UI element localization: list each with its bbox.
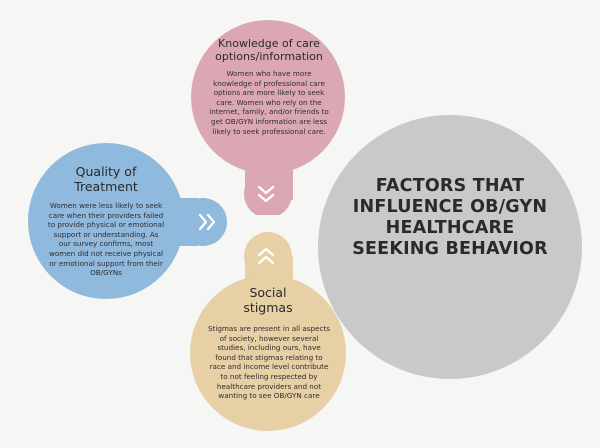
quality-body: Women were less likely to seek care when… <box>40 201 172 278</box>
knowledge-body-line-2: knowledge of professional care <box>213 78 325 88</box>
knowledge-body-line-3: options are more likely to seek <box>213 88 325 98</box>
quality-body-line-5: our survey confirms, most <box>58 239 154 249</box>
quality-body-line-6: women did not receive physical <box>48 248 164 258</box>
center-circle <box>318 115 582 379</box>
quality-title-line-1: Quality of <box>75 164 137 179</box>
knowledge-body-line-7: likely to seek professional care. <box>212 126 326 136</box>
quality-title: Quality of Treatment <box>54 164 158 194</box>
knowledge-title-line-1: Knowledge of care <box>218 37 320 50</box>
quality-body-line-3: to provide physical or emotional <box>47 220 165 230</box>
knowledge-body: Women who have more knowledge of profess… <box>200 69 338 136</box>
double-chevron-right-icon <box>198 213 216 231</box>
social-body-line-7: healthcare providers and not <box>216 381 322 391</box>
social-body-line-4: found that stigmas relating to <box>215 352 323 362</box>
quality-title-line-2: Treatment <box>74 179 138 194</box>
knowledge-body-line-4: care. Women who rely on the <box>216 97 322 107</box>
double-chevron-up-icon <box>257 247 275 265</box>
knowledge-body-line-5: internet, family, and/or friends to <box>209 107 329 117</box>
quality-body-line-2: care when their providers failed <box>48 210 164 220</box>
knowledge-title: Knowledge of care options/information <box>205 37 333 63</box>
quality-body-line-4: support or understanding. As <box>53 229 159 239</box>
social-body-line-5: race and income level contribute <box>209 362 329 372</box>
quality-body-line-7: or emotional support from their <box>49 258 163 268</box>
quality-node-shape <box>28 143 227 299</box>
social-body-line-3: studies, including ours, have <box>217 343 321 353</box>
social-body-line-1: Stigmas are present in all aspects <box>207 324 331 333</box>
knowledge-body-line-1: Women who have more <box>226 69 312 78</box>
center-title: FACTORS THAT INFLUENCE OB/GYN HEALTHCARE… <box>330 176 570 260</box>
center-title-line-2: INFLUENCE OB/GYN <box>352 197 548 217</box>
social-node-shape <box>190 232 346 431</box>
center-title-line-3: HEALTHCARE <box>385 218 515 238</box>
quality-body-line-1: Women were less likely to seek <box>49 201 163 210</box>
double-chevron-down-icon <box>257 185 275 203</box>
center-title-line-4: SEEKING BEHAVIOR <box>352 239 548 259</box>
social-body-line-8: wanting to see OB/GYN care <box>218 391 320 401</box>
social-body-line-2: of society, however several <box>219 333 319 343</box>
center-title-line-1: FACTORS THAT <box>375 176 525 196</box>
social-title-line-2: stigmas <box>243 300 293 315</box>
social-body: Stigmas are present in all aspects of so… <box>197 324 341 401</box>
social-body-line-6: to not feeling respected by <box>220 371 318 381</box>
social-title: Social stigmas <box>220 285 316 315</box>
knowledge-node-shape <box>191 20 345 215</box>
knowledge-body-line-6: get OB/GYN information are less <box>211 116 327 126</box>
knowledge-title-line-2: options/information <box>215 50 323 63</box>
social-title-line-1: Social <box>249 285 287 300</box>
quality-body-line-8: OB/GYNs <box>90 268 122 278</box>
